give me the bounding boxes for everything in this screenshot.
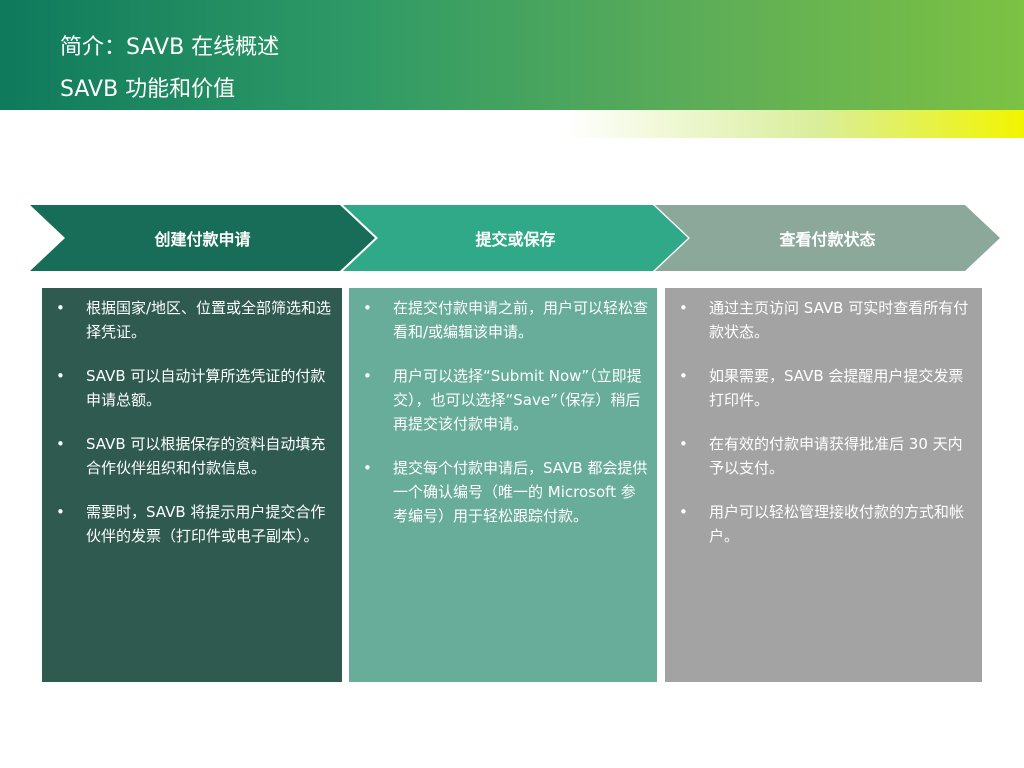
bullet-list: • 在提交付款申请之前，用户可以轻松查看和/或编辑该申请。 • 用户可以选择“Sub… xyxy=(363,296,649,528)
list-item: • 在有效的付款申请获得批准后 30 天内予以支付。 xyxy=(679,432,974,480)
list-item: • 需要时，SAVB 将提示用户提交合作伙伴的发票（打印件或电子副本）。 xyxy=(56,500,334,548)
list-item: • 用户可以轻松管理接收付款的方式和帐户。 xyxy=(679,500,974,548)
list-item-text: 在有效的付款申请获得批准后 30 天内予以支付。 xyxy=(709,435,963,477)
list-item: • 根据国家/地区、位置或全部筛选和选择凭证。 xyxy=(56,296,334,344)
step-label: 创建付款申请 xyxy=(154,230,251,249)
bullet-icon: • xyxy=(56,367,65,385)
list-item-text: 用户可以轻松管理接收付款的方式和帐户。 xyxy=(709,503,965,545)
bullet-list: • 通过主页访问 SAVB 可实时查看所有付款状态。 • 如果需要，SAVB 会提醒… xyxy=(679,296,974,548)
list-item-text: 根据国家/地区、位置或全部筛选和选择凭证。 xyxy=(86,299,332,341)
slide-title: 简介：SAVB 在线概述 xyxy=(60,35,280,60)
panel-submit-or-save: • 在提交付款申请之前，用户可以轻松查看和/或编辑该申请。 • 用户可以选择“Sub… xyxy=(349,288,657,682)
list-item: • 用户可以选择“Submit Now”（立即提交），也可以选择“Save”（保存… xyxy=(363,364,649,436)
bullet-icon: • xyxy=(56,503,65,521)
panel-view-payment-status: • 通过主页访问 SAVB 可实时查看所有付款状态。 • 如果需要，SAVB 会提醒… xyxy=(665,288,982,682)
step-submit-or-save: 提交或保存 xyxy=(343,205,688,271)
list-item-text: SAVB 可以根据保存的资料自动填充合作伙伴组织和付款信息。 xyxy=(86,435,326,477)
list-item-text: 提交每个付款申请后，SAVB 都会提供一个确认编号（唯一的 Microsoft … xyxy=(393,459,648,525)
list-item-text: 如果需要，SAVB 会提醒用户提交发票打印件。 xyxy=(709,367,964,409)
list-item: • 在提交付款申请之前，用户可以轻松查看和/或编辑该申请。 xyxy=(363,296,649,344)
bullet-icon: • xyxy=(679,367,688,385)
list-item-text: 用户可以选择“Submit Now”（立即提交），也可以选择“Save”（保存）… xyxy=(393,367,642,433)
bullet-icon: • xyxy=(363,459,372,477)
bullet-icon: • xyxy=(679,435,688,453)
list-item-text: 需要时，SAVB 将提示用户提交合作伙伴的发票（打印件或电子副本）。 xyxy=(86,503,326,545)
bullet-icon: • xyxy=(679,299,688,317)
step-label: 提交或保存 xyxy=(475,230,556,249)
step-view-payment-status: 查看付款状态 xyxy=(655,205,1000,271)
bullet-icon: • xyxy=(679,503,688,521)
list-item-text: 在提交付款申请之前，用户可以轻松查看和/或编辑该申请。 xyxy=(393,299,649,341)
list-item: • 提交每个付款申请后，SAVB 都会提供一个确认编号（唯一的 Microsoft… xyxy=(363,456,649,528)
bullet-icon: • xyxy=(56,435,65,453)
bullet-icon: • xyxy=(56,299,65,317)
bullet-list: • 根据国家/地区、位置或全部筛选和选择凭证。 • SAVB 可以自动计算所选凭证的… xyxy=(56,296,334,548)
process-steps: 创建付款申请 提交或保存 查看付款状态 xyxy=(30,205,1000,271)
slide-subtitle: SAVB 功能和价值 xyxy=(60,77,236,102)
list-item: • 如果需要，SAVB 会提醒用户提交发票打印件。 xyxy=(679,364,974,412)
list-item-text: 通过主页访问 SAVB 可实时查看所有付款状态。 xyxy=(709,299,969,341)
step-label: 查看付款状态 xyxy=(779,230,876,249)
bullet-icon: • xyxy=(363,367,372,385)
header-accent-stripe xyxy=(0,110,1024,138)
header-banner xyxy=(0,0,1024,110)
step-create-payment-request: 创建付款申请 xyxy=(30,205,375,271)
list-item: • SAVB 可以根据保存的资料自动填充合作伙伴组织和付款信息。 xyxy=(56,432,334,480)
list-item: • 通过主页访问 SAVB 可实时查看所有付款状态。 xyxy=(679,296,974,344)
list-item: • SAVB 可以自动计算所选凭证的付款申请总额。 xyxy=(56,364,334,412)
bullet-icon: • xyxy=(363,299,372,317)
panel-create-payment-request: • 根据国家/地区、位置或全部筛选和选择凭证。 • SAVB 可以自动计算所选凭证的… xyxy=(42,288,342,682)
list-item-text: SAVB 可以自动计算所选凭证的付款申请总额。 xyxy=(86,367,326,409)
